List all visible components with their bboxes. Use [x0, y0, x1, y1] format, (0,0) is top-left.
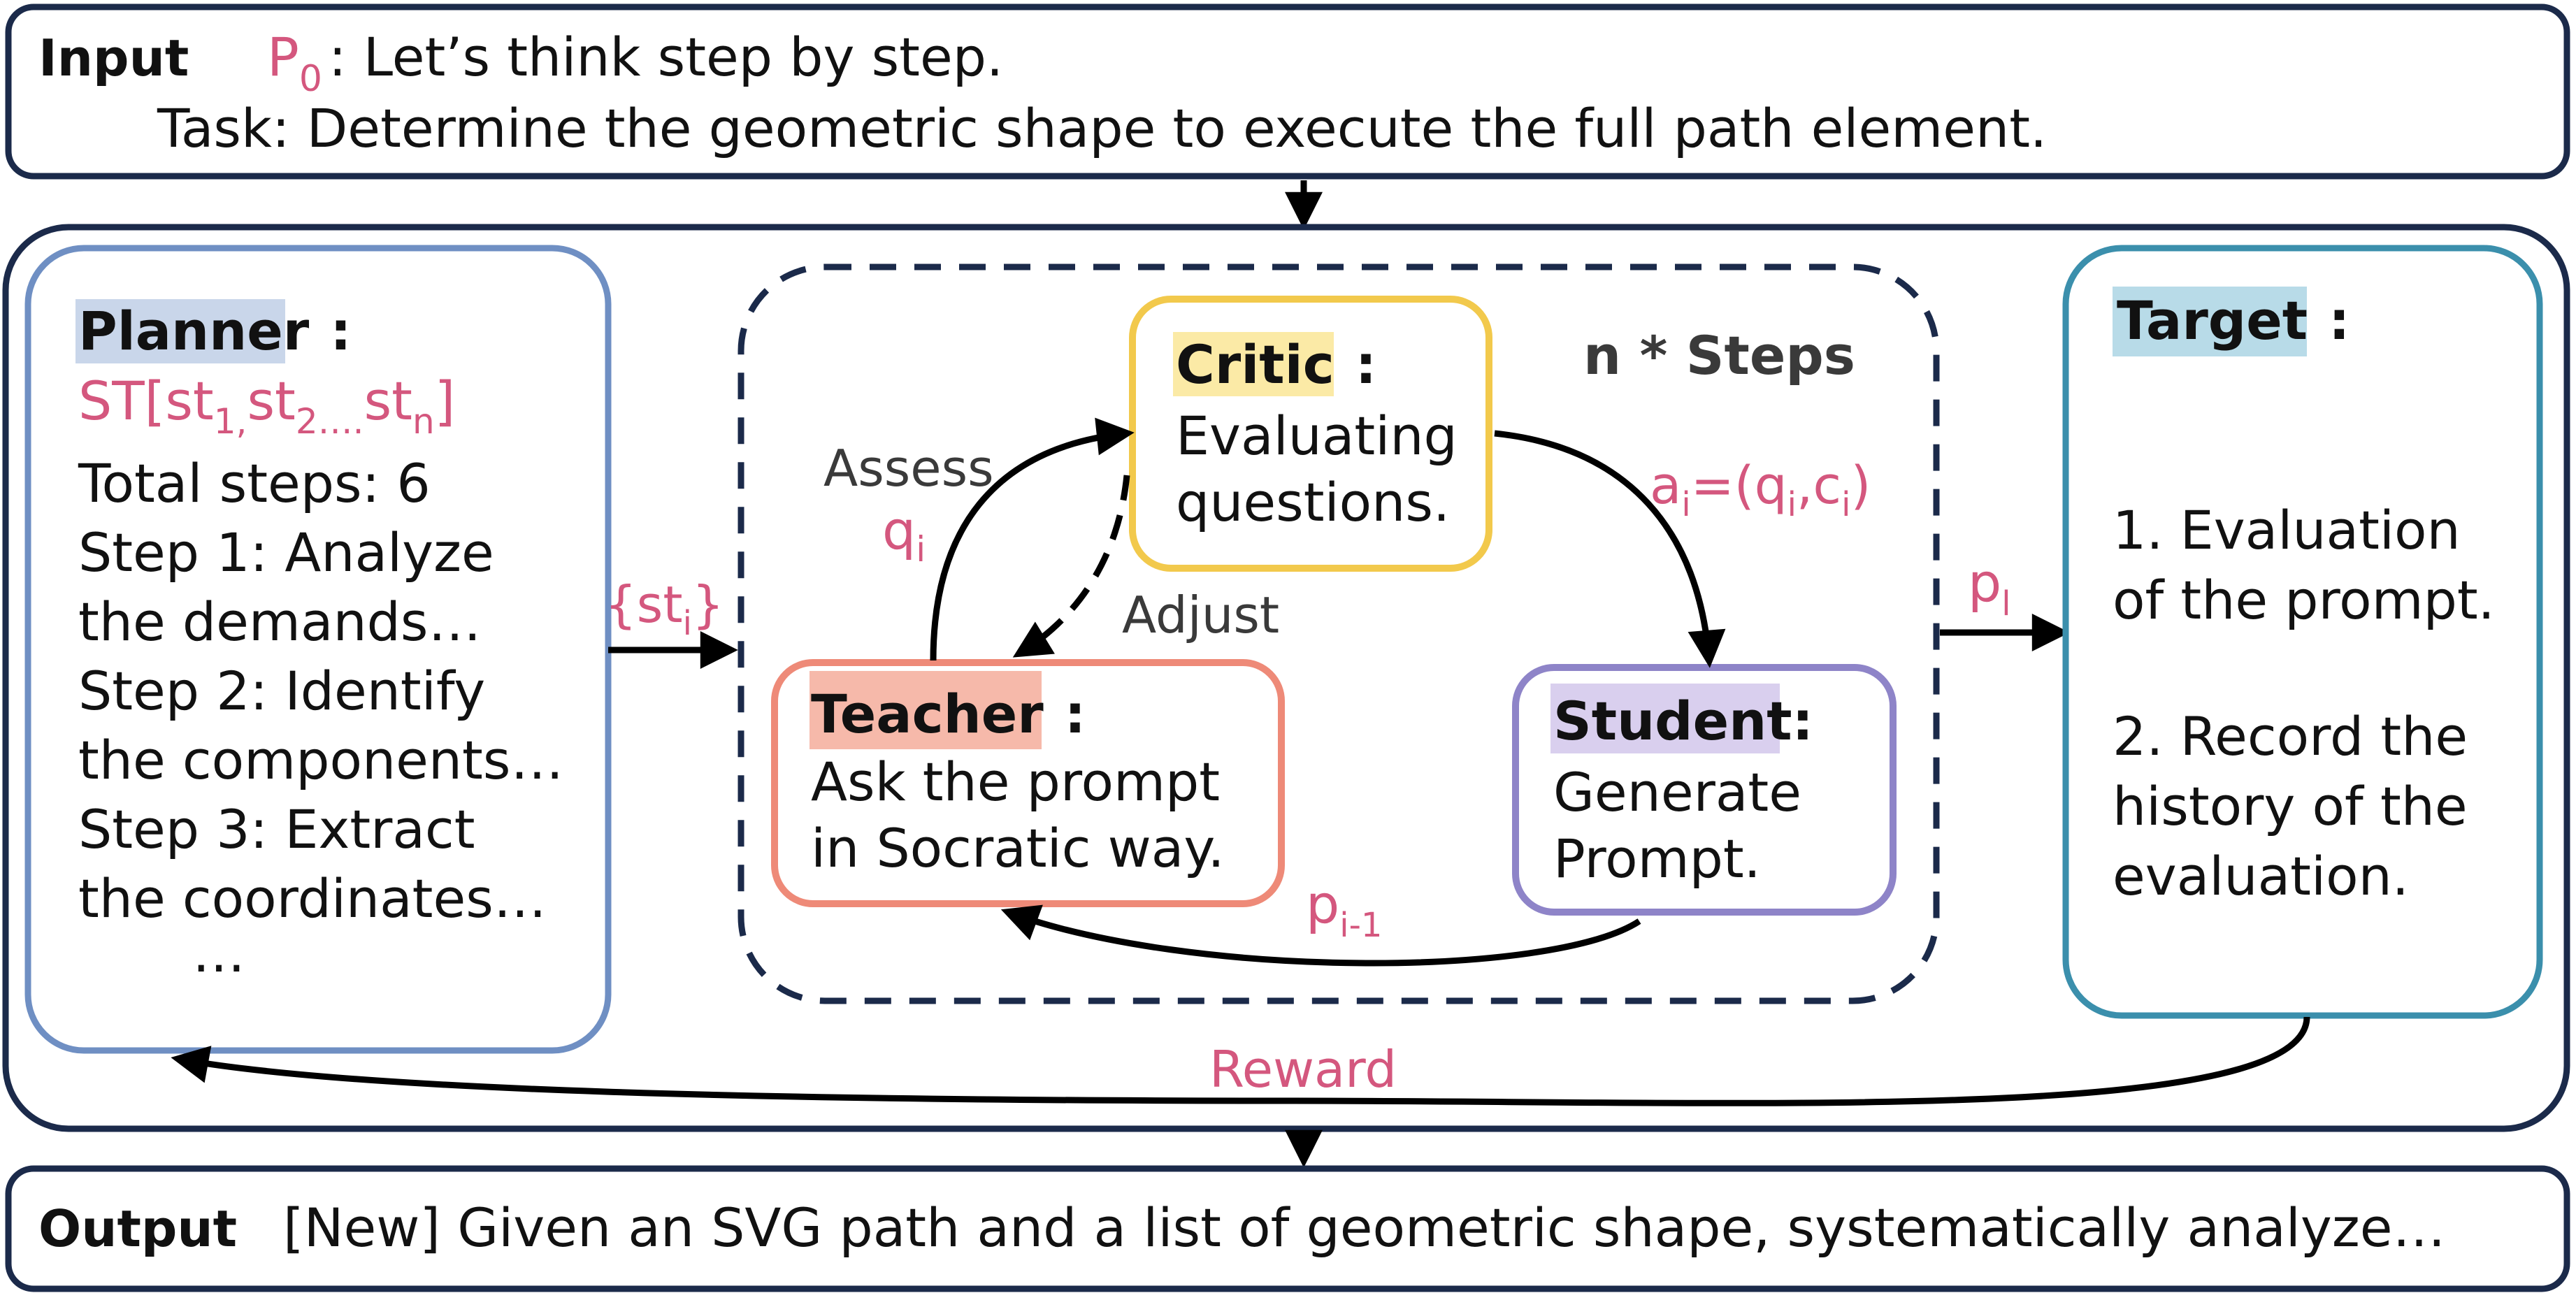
p0-symbol: P0	[267, 26, 322, 100]
planner-line: the demands…	[78, 591, 482, 653]
assess-label: Assess	[823, 439, 994, 498]
critic-line: Evaluating	[1176, 405, 1458, 467]
loop-region	[737, 263, 1940, 1004]
main-frame	[2, 224, 2570, 1132]
critic-title: Critic:	[1176, 333, 1376, 396]
arrow-student-to-teacher	[1000, 904, 1641, 967]
planner-line: Total steps: 6	[78, 452, 431, 514]
input-task: Task: Determine the geometric shape to e…	[157, 97, 2047, 159]
planner-title: Planner:	[78, 300, 352, 362]
planner-line: the coordinates…	[78, 867, 547, 930]
input-box	[5, 3, 2570, 180]
student-highlight	[1550, 684, 1780, 753]
target-line: of the prompt.	[2113, 569, 2495, 631]
qi-label: qi	[882, 499, 926, 570]
planner-st-list: ST[st1,st2….stn]	[78, 370, 455, 442]
student-title: Student:	[1553, 690, 1813, 752]
critic-highlight	[1173, 332, 1334, 396]
planner-line: Step 1: Analyze	[78, 521, 494, 584]
planner-line: the components…	[78, 729, 563, 791]
teacher-line: in Socratic way.	[811, 817, 1225, 879]
target-line: evaluation.	[2113, 845, 2409, 907]
output-box	[5, 1165, 2570, 1292]
target-line: 1. Evaluation	[2113, 499, 2461, 561]
arrow-critic-to-student	[1494, 430, 1726, 668]
reward-label: Reward	[1209, 1040, 1397, 1099]
sti-label: {sti}	[605, 575, 724, 643]
target-line: 2. Record the	[2113, 705, 2468, 767]
output-text: [New] Given an SVG path and a list of ge…	[283, 1197, 2446, 1259]
target-highlight	[2113, 287, 2307, 356]
arrow-target-to-planner-reward	[171, 1016, 2310, 1106]
target-line: history of the	[2113, 775, 2468, 837]
target-title: Target:	[2117, 289, 2350, 352]
input-label: Input	[38, 29, 189, 87]
p0-text: : Let’s think step by step.	[329, 26, 1003, 88]
n-steps-label: n * Steps	[1583, 324, 1855, 387]
student-line: Generate	[1553, 761, 1801, 823]
adjust-label: Adjust	[1122, 586, 1279, 644]
teacher-highlight	[810, 671, 1042, 749]
planner-ellipsis: …	[192, 922, 245, 984]
pl-label: pl	[1968, 551, 2011, 623]
planner-highlight	[75, 299, 285, 363]
arrow-teacher-to-critic	[930, 417, 1135, 661]
teacher-line: Ask the prompt	[811, 751, 1220, 813]
p-prev-label: pi-1	[1306, 873, 1382, 945]
planner-line: Step 2: Identify	[78, 660, 485, 722]
output-label: Output	[38, 1199, 237, 1258]
critic-line: questions.	[1176, 471, 1450, 533]
teacher-title: Teacher:	[811, 683, 1086, 745]
student-line: Prompt.	[1553, 828, 1761, 890]
target-box	[2062, 245, 2543, 1019]
planner-line: Step 3: Extract	[78, 798, 475, 860]
ai-label: ai=(qi,ci)	[1650, 456, 1871, 524]
